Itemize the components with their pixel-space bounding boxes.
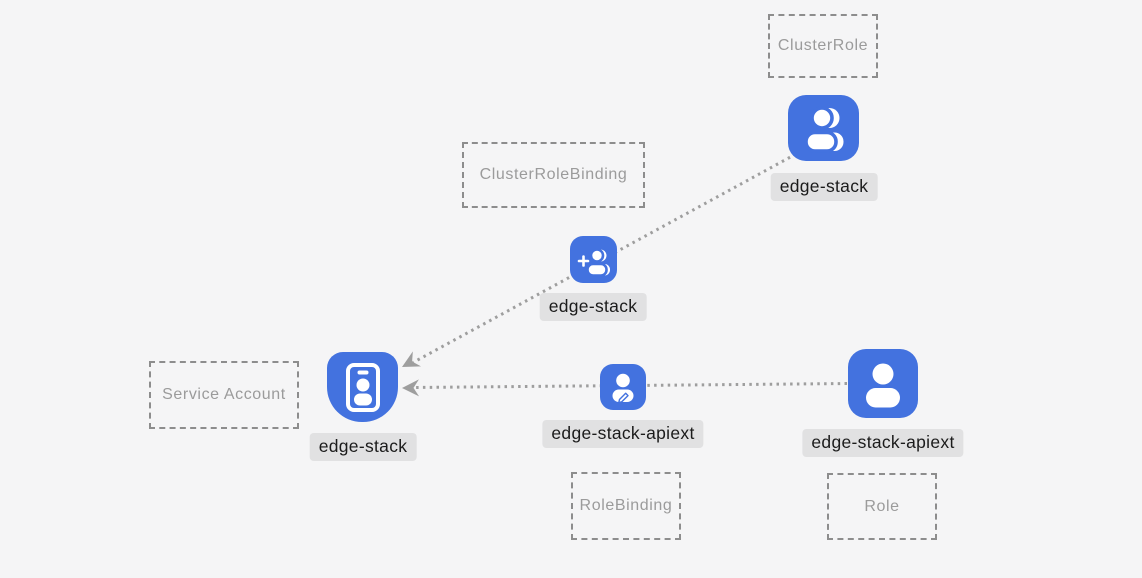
type-box-role-binding: RoleBinding — [571, 472, 681, 540]
type-box-role: Role — [827, 473, 937, 540]
node-label-chip: edge-stack — [539, 293, 647, 321]
type-box-cluster-role-binding: ClusterRoleBinding — [462, 142, 645, 208]
type-box-label: Role — [864, 497, 900, 515]
user-plus-icon — [570, 236, 617, 283]
id-badge-icon — [327, 352, 398, 422]
node-label: edge-stack — [548, 296, 638, 316]
type-box-cluster-role: ClusterRole — [768, 14, 878, 78]
user-edit-icon — [600, 364, 646, 410]
node-label: edge-stack — [318, 436, 408, 456]
node-label-chip: edge-stack — [309, 433, 417, 461]
node-clusterrole-edge-stack[interactable] — [788, 95, 859, 161]
user-icon — [848, 349, 918, 418]
type-box-label: ClusterRoleBinding — [479, 166, 628, 183]
node-label-chip: edge-stack — [770, 173, 878, 201]
type-box-label: Service Account — [162, 386, 286, 403]
type-box-label: ClusterRole — [777, 37, 869, 54]
node-label: edge-stack-apiext — [551, 423, 695, 443]
node-role-edge-stack-apiext[interactable] — [848, 349, 918, 418]
node-label: edge-stack-apiext — [811, 432, 955, 452]
node-label-chip: edge-stack-apiext — [802, 429, 964, 457]
type-box-label: RoleBinding — [579, 497, 673, 514]
node-rolebinding-edge-stack-apiext[interactable] — [600, 364, 646, 410]
edge-role-to-serviceaccount — [412, 382, 848, 389]
node-label: edge-stack — [779, 176, 869, 196]
arrowhead-role-edge — [402, 379, 420, 397]
arrowhead-clusterrole-edge — [402, 351, 421, 367]
node-serviceaccount-edge-stack[interactable] — [327, 352, 398, 422]
node-label-chip: edge-stack-apiext — [542, 420, 704, 448]
users-icon — [788, 95, 859, 161]
type-box-service-account: Service Account — [149, 361, 299, 429]
node-clusterrolebinding-edge-stack[interactable] — [570, 236, 617, 283]
